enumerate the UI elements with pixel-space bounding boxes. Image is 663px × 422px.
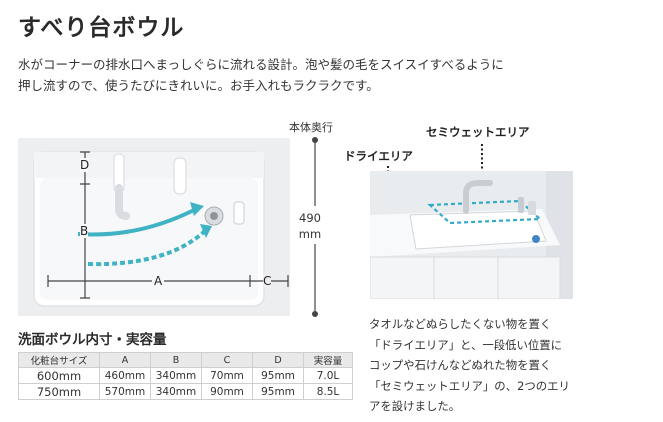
page-title: すべり台ボウル — [18, 15, 185, 41]
sink-illustration — [18, 138, 290, 316]
table-row: 750mm 570mm 340mm 90mm 95mm 8.5L — [18, 383, 353, 400]
table-cell: 8.5L — [303, 383, 353, 400]
table-header-row: 化粧台サイズ A B C D 実容量 — [18, 352, 353, 368]
table-cell: 570mm — [99, 383, 151, 400]
note-line: アを設けました。 — [369, 399, 461, 413]
depth-unit: mm — [298, 227, 322, 241]
header-cell: B — [150, 352, 202, 368]
depth-dimension-line — [312, 137, 318, 317]
description-line-2: 押し流すので、使うたびにきれいに。お手入れもラクラクです。 — [18, 78, 379, 93]
depth-number: 490 — [299, 211, 321, 225]
depth-label: 本体奥行 — [289, 121, 333, 134]
dual-area-note: タオルなどぬらしたくない物を置く 「ドライエリア」と、一段低い位置に コップや石… — [369, 314, 589, 417]
dry-area-label: ドライエリア — [344, 149, 413, 163]
table-cell: 600mm — [18, 367, 100, 384]
header-cell: 化粧台サイズ — [18, 352, 100, 368]
table-title: 洗面ボウル内寸・実容量 — [18, 332, 167, 348]
header-cell: D — [252, 352, 304, 368]
table-cell: 750mm — [18, 383, 100, 400]
vanity-photo — [370, 171, 573, 299]
note-line: 「ドライエリア」と、一段低い位置に — [369, 337, 563, 352]
table-cell: 70mm — [201, 367, 253, 384]
table-cell: 340mm — [150, 383, 202, 400]
table-cell: 340mm — [150, 367, 202, 384]
dimension-label-d: D — [80, 158, 90, 172]
description-line-1: 水がコーナーの排水口へまっしぐらに流れる設計。泡や髪の毛をスイスイすべるように — [18, 57, 504, 72]
bowl-spec-table: 化粧台サイズ A B C D 実容量 600mm 460mm 340mm 70m… — [18, 352, 353, 400]
table-cell: 90mm — [201, 383, 253, 400]
note-line: コップや石けんなどぬれた物を置く — [369, 358, 552, 372]
table-row: 600mm 460mm 340mm 70mm 95mm 7.0L — [18, 367, 353, 384]
sink-figure: D B A C — [18, 138, 290, 316]
header-cell: C — [201, 352, 253, 368]
depth-value: 490 mm — [298, 210, 322, 242]
dimension-label-c: C — [263, 274, 272, 288]
table-cell: 95mm — [252, 383, 304, 400]
description: 水がコーナーの排水口へまっしぐらに流れる設計。泡や髪の毛をスイスイすべるように … — [18, 54, 648, 96]
table-cell: 7.0L — [303, 367, 353, 384]
table-cell: 95mm — [252, 367, 304, 384]
note-line: 「セミウェットエリア」の、2つのエリ — [369, 378, 570, 393]
note-line: タオルなどぬらしたくない物を置く — [369, 317, 552, 331]
vanity-illustration — [370, 171, 573, 299]
header-cell: 実容量 — [303, 352, 353, 368]
header-cell: A — [99, 352, 151, 368]
semi-wet-area-label: セミウェットエリア — [426, 125, 530, 139]
dimension-label-b: B — [80, 224, 89, 238]
table-cell: 460mm — [99, 367, 151, 384]
dimension-label-a: A — [152, 274, 165, 288]
